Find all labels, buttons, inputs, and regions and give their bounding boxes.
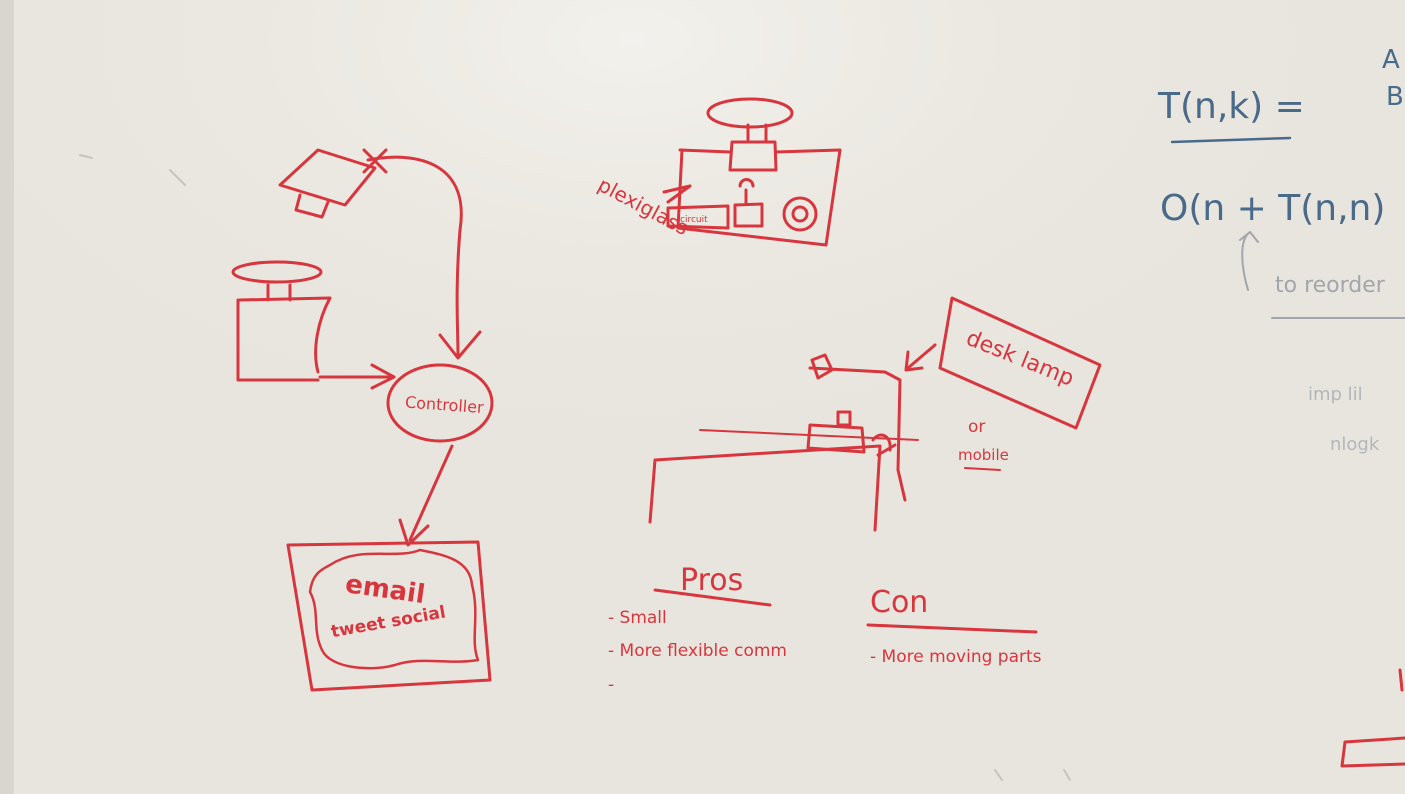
controller-output-arrow — [398, 444, 454, 547]
camera-link-arrow — [366, 155, 482, 360]
recurrence-term: O(n + T(n,n) — [1160, 188, 1385, 229]
or-label: or — [968, 417, 985, 437]
case-a: A — [1382, 45, 1400, 75]
pros-heading: Pros — [680, 563, 743, 598]
faint-note-1: imp lil — [1308, 384, 1363, 405]
output-box — [286, 540, 492, 692]
callout-arrow — [904, 343, 937, 372]
stray-marks — [79, 154, 1071, 781]
enclosure-speaker — [782, 196, 818, 232]
reorder-note: to reorder — [1275, 273, 1386, 298]
recurrence-lhs: T(n,k) = — [1157, 86, 1305, 127]
pros-item-1: - Small — [608, 608, 667, 628]
camera-sketch — [278, 148, 377, 219]
pros-item-2: - More flexible comm — [608, 641, 787, 661]
faint-note-2: nlogk — [1330, 434, 1380, 455]
left-system-diagram — [231, 148, 494, 692]
cons-heading: Con — [870, 585, 928, 620]
right-edge-fragment — [1340, 668, 1405, 768]
desk-lamp-callout-box — [938, 296, 1102, 430]
lamp-shade-sketch — [231, 260, 323, 284]
cons-item-1: - More moving parts — [870, 647, 1042, 667]
lamp-link-arrow — [318, 363, 396, 390]
desk-surface — [648, 444, 882, 532]
lamp-box-sketch — [236, 283, 332, 382]
lamp-arm — [808, 353, 907, 502]
case-b: B — [1386, 82, 1404, 112]
enclosure-lamp-shade — [706, 97, 794, 129]
output-blob — [308, 548, 480, 670]
controller-node — [386, 363, 494, 443]
board-left-edge — [0, 0, 14, 794]
pros-item-3: - — [608, 675, 614, 695]
mobile-label: mobile — [958, 446, 1009, 464]
enclosure-circuit — [666, 204, 730, 230]
desk-lamp-sketch — [648, 296, 1102, 532]
enclosure-sketch — [662, 97, 842, 247]
circuit-label: circuit — [680, 215, 708, 225]
enclosure-box — [676, 148, 842, 247]
enclosure-small-device — [733, 178, 764, 228]
